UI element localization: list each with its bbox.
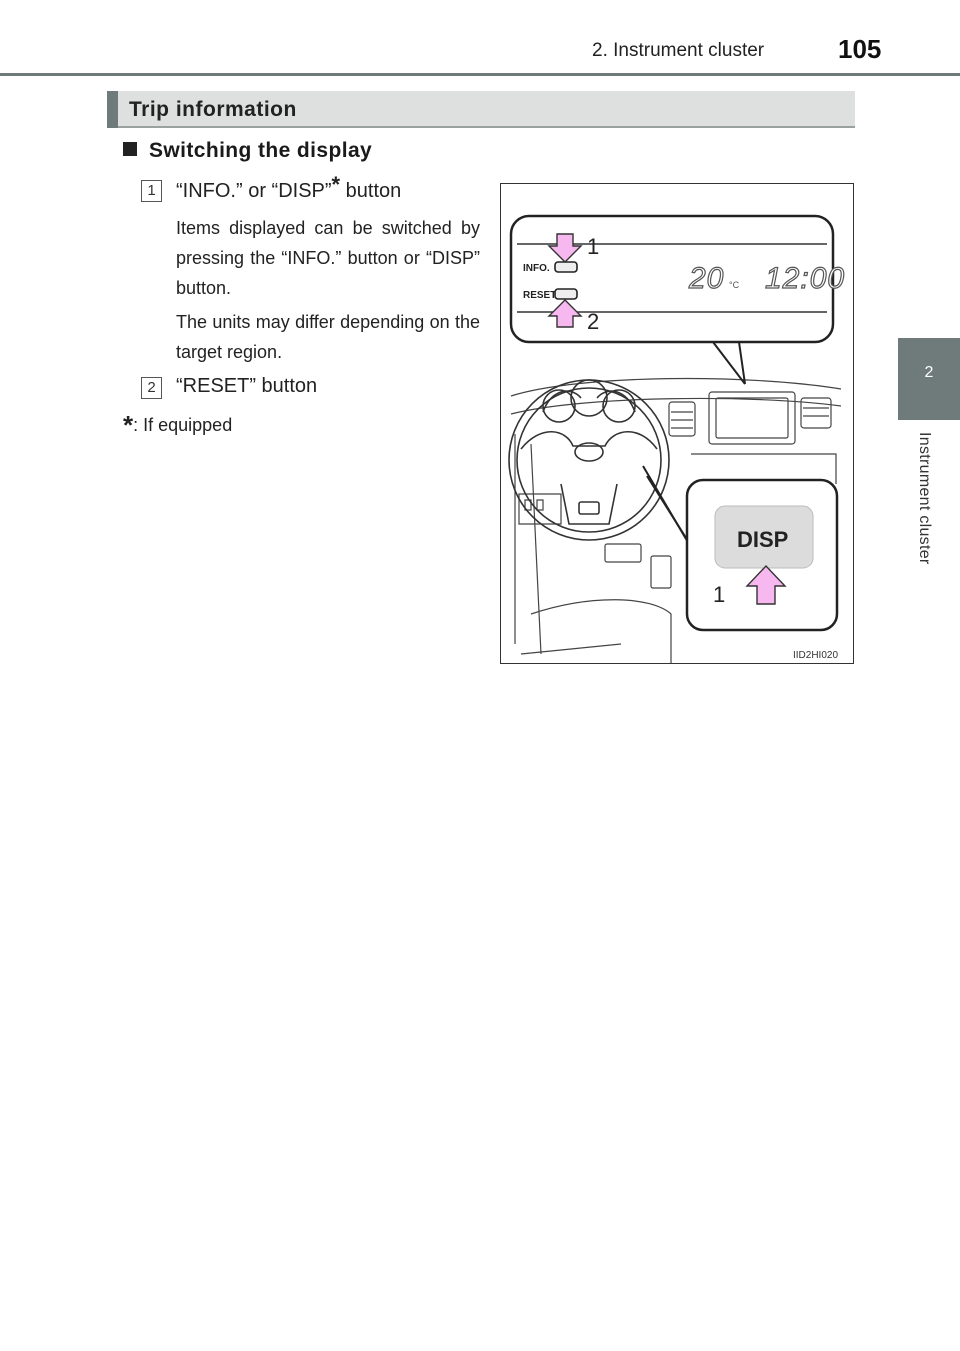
disp-switch-label: DISP	[737, 527, 788, 552]
item-title-suffix: button	[340, 180, 402, 202]
header-divider	[0, 73, 960, 76]
subsection-title: Switching the display	[149, 139, 373, 162]
running-header-chapter: 2. Instrument cluster	[592, 40, 765, 61]
footnote: *: If equipped	[123, 410, 232, 441]
item-title: “INFO.” or “DISP”* button	[176, 174, 402, 203]
temperature-readout: 20	[688, 262, 724, 295]
steering-wheel-icon	[508, 379, 670, 541]
item-number-badge: 2	[141, 377, 162, 399]
section-heading-bar: Trip information	[107, 91, 855, 128]
chapter-tab: 2	[898, 338, 960, 420]
dashboard-illustration: INFO. RESET 20 °C 12:00 1 2 DISP 1 IID2H…	[500, 183, 854, 664]
footnote-mark: *	[331, 172, 341, 197]
item-number-badge: 1	[141, 180, 162, 202]
chapter-tab-title: Instrument cluster	[916, 432, 933, 565]
figure-code: IID2HI020	[793, 650, 838, 661]
subsection-heading: Switching the display	[123, 139, 372, 163]
chapter-tab-number: 2	[924, 364, 934, 381]
reset-button-illustration	[554, 288, 578, 300]
reset-button-label: RESET	[523, 290, 556, 301]
arrow-up-icon	[745, 564, 787, 605]
arrow-down-icon	[547, 233, 583, 263]
page-number: 105	[838, 34, 882, 64]
square-bullet-icon	[123, 142, 137, 156]
temperature-unit: °C	[729, 280, 740, 290]
footnote-text: : If equipped	[133, 415, 233, 435]
callout-number: 2	[587, 309, 599, 334]
callout-pointer-lines	[642, 341, 746, 550]
info-button-label: INFO.	[523, 263, 550, 274]
section-title: Trip information	[129, 98, 297, 121]
clock-readout: 12:00	[765, 262, 845, 295]
callout-number: 1	[587, 234, 599, 259]
arrow-up-icon	[547, 299, 583, 328]
item-title: “RESET” button	[176, 375, 318, 397]
callout-number: 1	[713, 582, 725, 607]
info-button-illustration	[554, 261, 578, 273]
display-callout-frame	[509, 214, 835, 344]
item-title-text: “INFO.” or “DISP”	[176, 180, 332, 202]
item-description: Items displayed can be switched by press…	[176, 218, 480, 298]
item-description: The units may differ depending on the ta…	[176, 312, 480, 362]
footnote-mark: *	[123, 410, 134, 440]
dashboard-illustration-svg: INFO. RESET 20 °C 12:00 1 2 DISP 1 IID2H…	[508, 214, 845, 663]
section-heading-accent	[107, 91, 118, 128]
